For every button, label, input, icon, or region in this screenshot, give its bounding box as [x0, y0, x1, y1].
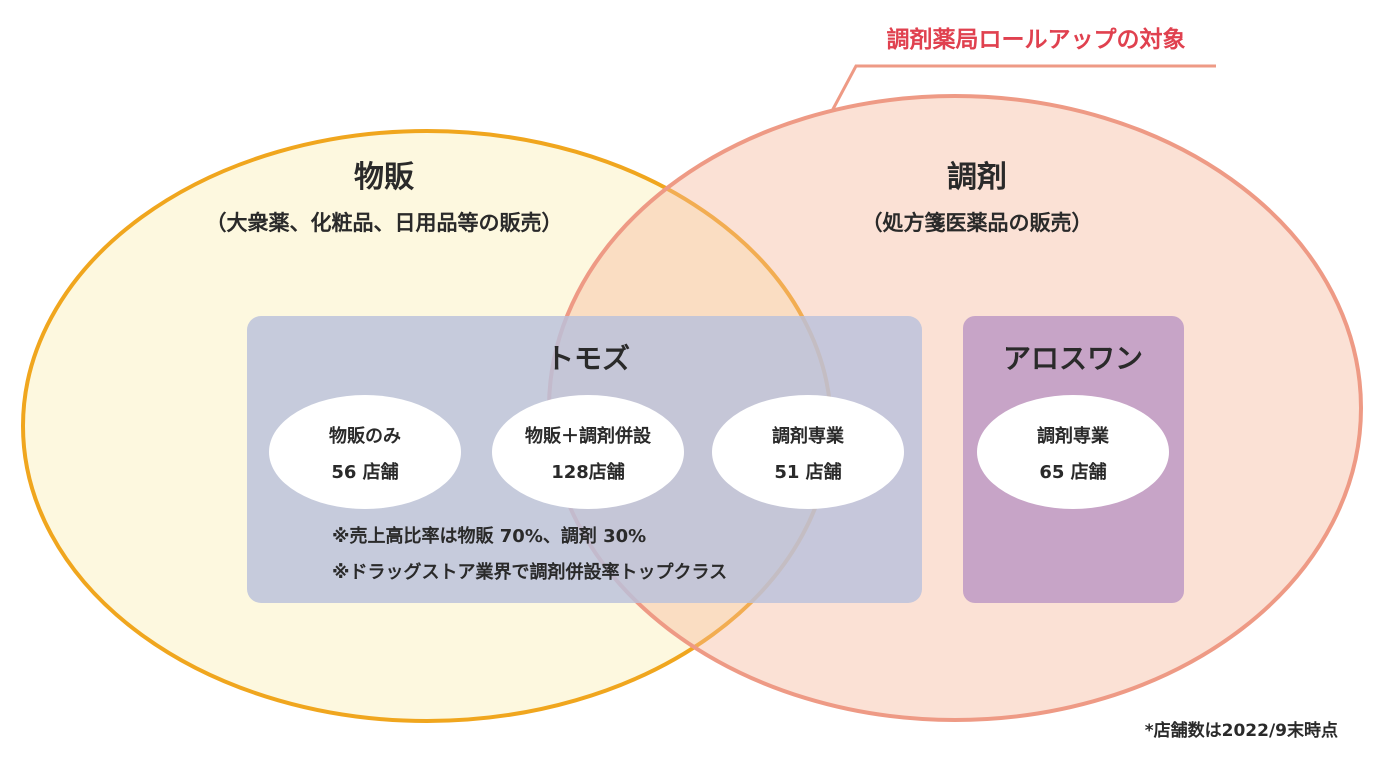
segment-label: 物販のみ: [329, 425, 401, 447]
tomoz-note-2: ※ドラッグストア業界で調剤併設率トップクラス: [332, 561, 727, 583]
segment-label: 調剤専業: [1037, 425, 1110, 447]
segment-count: 65 店舗: [1039, 461, 1106, 483]
dispensing-subtitle: （処方箋医薬品の販売）: [862, 211, 1093, 235]
tomoz-note-1: ※売上高比率は物販 70%、調剤 30%: [332, 525, 646, 547]
rollup-label: 調剤薬局ロールアップの対象: [887, 26, 1186, 53]
segment-label: 調剤専業: [772, 425, 845, 447]
arowan-box: アロスワン 調剤専業 65 店舗: [963, 316, 1184, 603]
segment-label: 物販＋調剤併設: [525, 425, 652, 447]
segment-count: 51 店舗: [774, 461, 841, 483]
footnote: *店舗数は2022/9末時点: [1145, 720, 1338, 741]
rollup-leader-line: [830, 64, 1216, 112]
retail-title: 物販: [354, 160, 415, 195]
tomoz-name: トモズ: [546, 342, 630, 375]
segment-retail-only: 物販のみ 56 店舗: [269, 395, 461, 509]
tomoz-box: トモズ 物販のみ 56 店舗 物販＋調剤併設 128店舗 調剤専業 51 店舗 …: [247, 316, 922, 603]
segment-dispensing-only: 調剤専業 51 店舗: [712, 395, 904, 509]
segment-retail-dispensing: 物販＋調剤併設 128店舗: [492, 395, 684, 509]
retail-subtitle: （大衆薬、化粧品、日用品等の販売）: [206, 211, 563, 235]
arowan-name: アロスワン: [1003, 342, 1143, 375]
dispensing-title: 調剤: [947, 160, 1007, 195]
segment-count: 56 店舗: [331, 461, 398, 483]
segment-count: 128店舗: [551, 461, 625, 483]
